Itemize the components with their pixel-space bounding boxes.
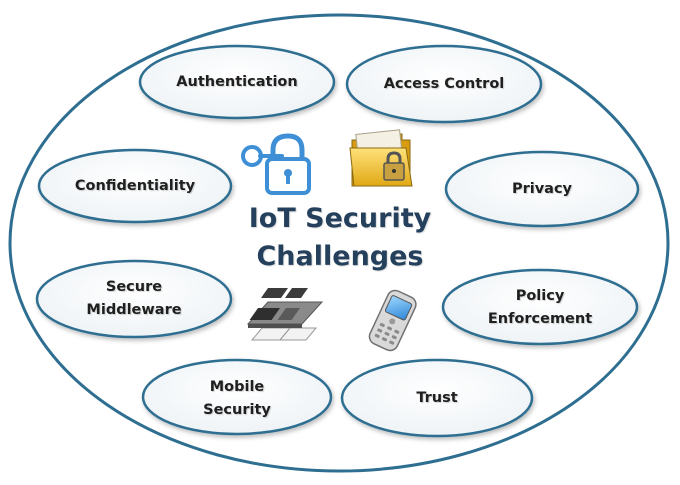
- node-policy-enforcement: Policy Enforcement: [443, 283, 637, 333]
- node-secure-middleware: Secure Middleware: [37, 274, 231, 324]
- node-trust: Trust: [342, 378, 532, 418]
- node-access-control: Access Control: [347, 64, 541, 104]
- node-mobile-security: Mobile Security: [143, 374, 331, 424]
- node-policy-enforcement-line-1: Policy: [516, 285, 565, 308]
- node-trust-label: Trust: [416, 387, 457, 410]
- node-confidentiality-label: Confidentiality: [75, 175, 195, 198]
- center-title-line-2: Challenges: [256, 238, 423, 276]
- node-privacy-label: Privacy: [512, 178, 572, 201]
- node-privacy: Privacy: [446, 169, 638, 209]
- node-secure-middleware-line-2: Middleware: [86, 299, 181, 322]
- center-title: IoT Security Challenges: [222, 198, 458, 278]
- center-title-line-1: IoT Security: [249, 200, 431, 238]
- node-secure-middleware-line-1: Secure: [106, 276, 162, 299]
- node-authentication: Authentication: [140, 62, 334, 102]
- node-mobile-security-line-2: Security: [203, 399, 271, 422]
- node-authentication-label: Authentication: [176, 71, 297, 94]
- node-confidentiality: Confidentiality: [39, 166, 231, 206]
- node-access-control-label: Access Control: [384, 73, 505, 96]
- node-policy-enforcement-line-2: Enforcement: [488, 308, 592, 331]
- node-mobile-security-line-1: Mobile: [210, 376, 265, 399]
